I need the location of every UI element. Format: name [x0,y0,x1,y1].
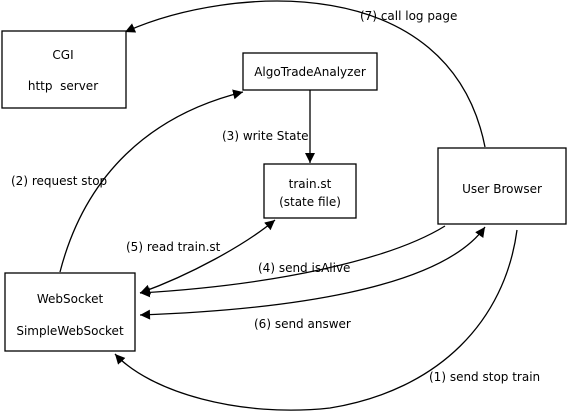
label-send-stop-train: (1) send stop train [429,370,540,384]
websocket-node: WebSocket SimpleWebSocket [4,272,136,352]
train-st-label: train.st [289,177,332,191]
edge-send-is-alive [139,225,446,298]
cgi-http-server-node: CGI http server [1,30,127,109]
label-call-log-page: (7) call log page [360,9,457,23]
edge-send-stop-train [114,229,518,411]
edge-request-stop [59,89,244,273]
edge-send-answer [139,226,486,320]
algo-trade-analyzer-label: AlgoTradeAnalyzer [254,65,366,79]
label-read-train-st: (5) read train.st [126,240,221,254]
http-server-label: http server [28,79,98,93]
train-st-node: train.st (state file) [263,163,357,219]
state-file-label: (state file) [279,195,341,209]
label-write-state: (3) write State [222,129,309,143]
simple-websocket-label: SimpleWebSocket [16,324,124,338]
label-send-answer: (6) send answer [254,317,351,331]
user-browser-node: User Browser [437,147,567,225]
label-request-stop: (2) request stop [11,174,107,188]
cgi-label: CGI [52,48,73,62]
algo-trade-analyzer-node: AlgoTradeAnalyzer [242,52,378,91]
websocket-label: WebSocket [37,292,104,306]
edge-call-log-page [124,0,486,148]
user-browser-label: User Browser [462,182,542,196]
label-send-is-alive: (4) send isAlive [258,261,350,275]
